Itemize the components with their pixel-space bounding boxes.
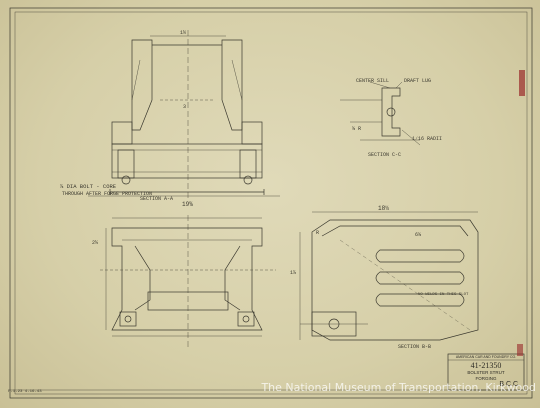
title-block-frame bbox=[447, 353, 525, 391]
outer-border bbox=[9, 7, 533, 399]
museum-watermark: The National Museum of Transportation, K… bbox=[261, 381, 536, 394]
section-b-label: SECTION B-B bbox=[398, 344, 432, 350]
radius-plan: R bbox=[316, 230, 320, 236]
bolt-note-1: ⅞ DIA BOLT - CORE bbox=[60, 183, 117, 190]
dim-top: 1½ bbox=[180, 30, 187, 36]
view-section-c bbox=[340, 81, 421, 146]
dim-plan-left: 1⅞ bbox=[290, 270, 297, 276]
radii-callout: 1⁄16 RADII bbox=[412, 136, 443, 142]
radius-callout: ⅜ R bbox=[352, 126, 362, 132]
section-a-label: SECTION A-A bbox=[140, 196, 174, 202]
margin-note: F-1-23 4-16-43 bbox=[8, 390, 42, 394]
draft-lug-callout: DRAFT LUG bbox=[404, 78, 432, 84]
dim-plan-width: 18¼ bbox=[378, 205, 389, 212]
dim-mid: 3 bbox=[183, 104, 187, 110]
dim-width: 19⅝ bbox=[182, 201, 193, 208]
title-line-1: BOLSTER STRUT bbox=[467, 370, 505, 375]
section-c-label: SECTION C-C bbox=[368, 152, 402, 158]
drawing-number: 41-21350 bbox=[470, 361, 502, 370]
slot-note: NO WELDS IN THIS SLOT bbox=[418, 293, 469, 297]
title-company: AMERICAN CAR AND FOUNDRY CO. bbox=[455, 355, 517, 359]
center-sill-callout: CENTER SILL bbox=[356, 78, 390, 84]
view-section-b bbox=[299, 211, 479, 341]
red-stamp bbox=[519, 70, 525, 96]
view-bottom-left bbox=[100, 215, 276, 350]
inner-border bbox=[14, 11, 528, 395]
title-line-2: FORGING bbox=[475, 376, 497, 381]
dim-left: 2¼ bbox=[92, 240, 99, 246]
red-stamp-lower bbox=[517, 344, 523, 356]
bolt-note-2: THROUGH AFTER FORGE PROTECTION bbox=[62, 191, 153, 197]
title-initials: B.C.C. bbox=[499, 381, 520, 388]
dim-plan-top: 6⅜ bbox=[415, 232, 422, 238]
view-top-left bbox=[88, 30, 280, 200]
